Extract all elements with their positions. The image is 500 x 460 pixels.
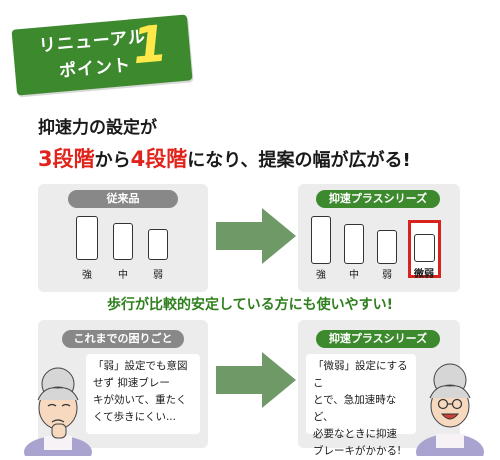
new-series-title: 抑速プラスシリーズ — [316, 190, 440, 208]
headline-line1: 抑速力の設定が — [38, 118, 157, 138]
headline-red-4: 4段階 — [130, 147, 188, 171]
past-line-1: 「弱」設定でも意図 — [93, 360, 188, 372]
new-solution-text: 「微弱」設定にするこ とで、急加速時など、 必要なときに抑速 ブレーキがかかる! — [306, 354, 416, 457]
solution-line-2: とで、急加速時など、 — [313, 394, 397, 423]
new-button-medium — [344, 224, 364, 264]
past-problem-title: これまでの困りごと — [62, 330, 184, 348]
solution-line-1: 「微弱」設定にするこ — [313, 360, 408, 389]
worried-woman-illustration — [24, 367, 92, 456]
renewal-point-badge: リニューアル ポイント 1 — [11, 14, 193, 96]
new-label-weak: 弱 — [382, 270, 392, 281]
past-line-4: くて歩きにくい... — [93, 411, 176, 423]
new-label-strong: 強 — [316, 270, 326, 281]
new-label-micro-weak: 微弱 — [414, 269, 434, 280]
new-button-micro-weak — [414, 234, 435, 262]
solution-line-3: 必要なときに抑速 — [313, 428, 397, 440]
right-arrow-icon — [216, 352, 296, 408]
label-medium: 中 — [118, 270, 128, 281]
button-medium — [113, 223, 133, 260]
new-solution-title: 抑速プラスシリーズ — [316, 330, 440, 348]
past-line-3: キが効いて、重たく — [93, 394, 187, 406]
conventional-title: 従来品 — [68, 190, 178, 208]
new-button-strong — [311, 216, 331, 264]
past-line-2: せず 抑速ブレー — [93, 377, 170, 389]
headline-line2: 3段階から4段階になり、提案の幅が広がる! — [38, 143, 411, 173]
micro-weak-highlight — [408, 220, 441, 278]
button-weak — [148, 229, 168, 260]
new-button-weak — [377, 230, 397, 264]
headline-mid: から — [94, 150, 131, 171]
past-problem-text: 「弱」設定でも意図 せず 抑速ブレー キが効いて、重たく くて歩きにくい... — [86, 354, 200, 434]
headline-red-3: 3段階 — [38, 147, 95, 171]
right-arrow-icon — [216, 208, 296, 264]
badge-number: 1 — [130, 14, 170, 76]
benefit-banner: 歩行が比較的安定している方にも使いやすい! — [107, 297, 393, 313]
badge-line2: ポイント — [58, 55, 132, 82]
button-strong — [76, 216, 98, 260]
new-label-medium: 中 — [349, 270, 359, 281]
label-strong: 強 — [82, 270, 92, 281]
solution-line-4: ブレーキがかかる! — [313, 445, 402, 457]
label-weak: 弱 — [153, 270, 163, 281]
happy-woman-illustration — [416, 363, 484, 456]
headline-rest: になり、提案の幅が広がる! — [187, 150, 411, 171]
